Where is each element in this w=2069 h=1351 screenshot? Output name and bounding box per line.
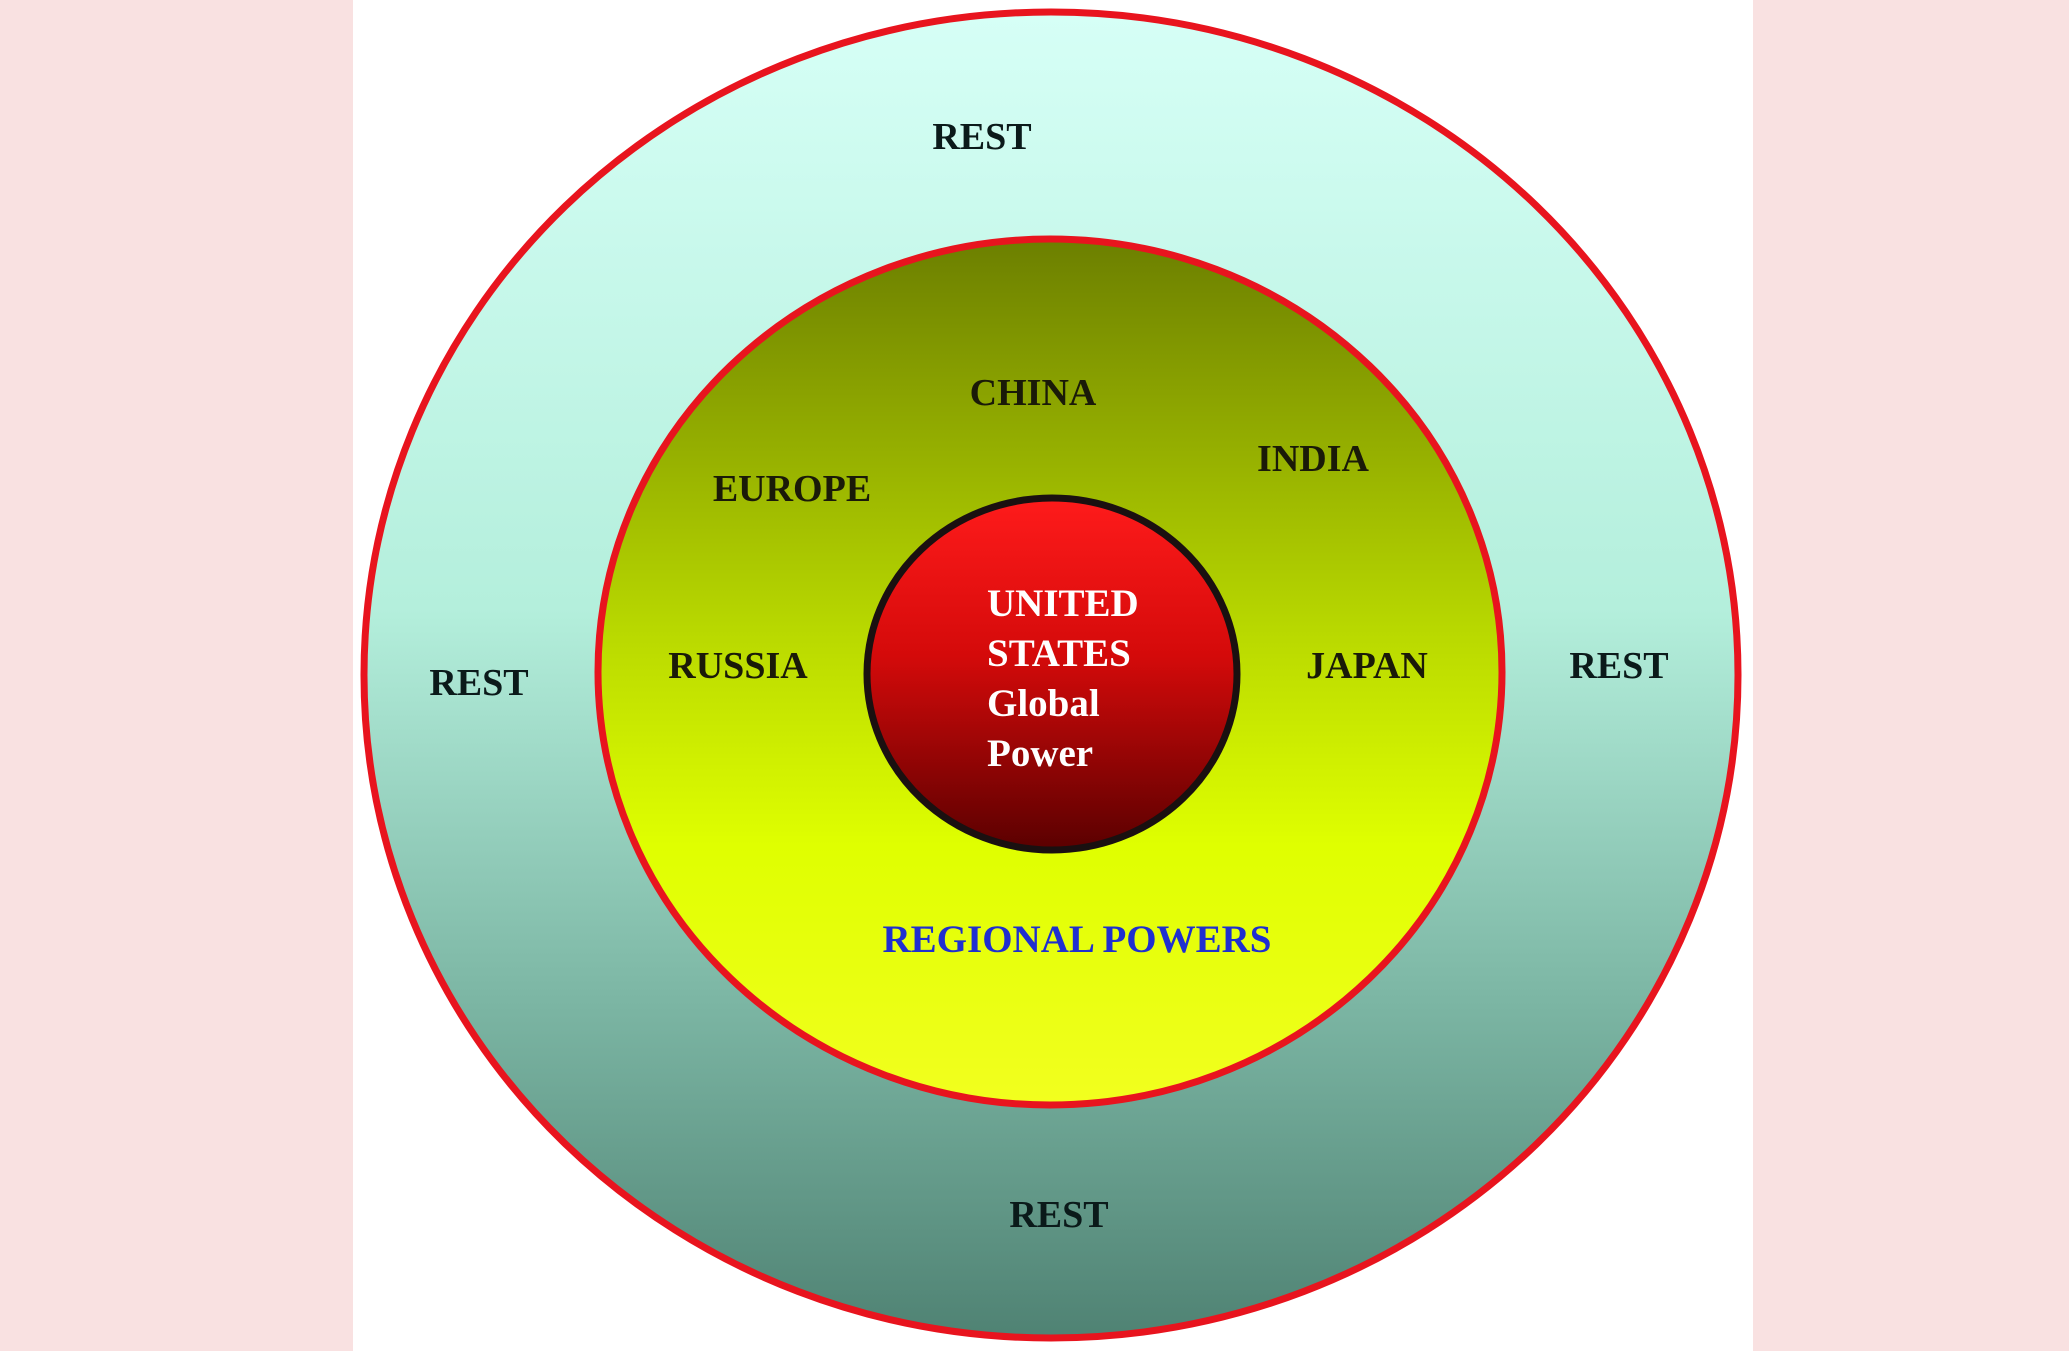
rest-label-bottom: REST: [1009, 1194, 1108, 1236]
core-line-4: Power: [987, 732, 1093, 775]
regional-powers-caption: REGIONAL POWERS: [883, 918, 1272, 961]
core-line-3: Global: [987, 682, 1100, 725]
rest-label-top: REST: [932, 116, 1031, 158]
core-line-2: STATES: [987, 632, 1131, 675]
core-line-1: UNITED: [987, 582, 1139, 625]
europe-label: EUROPE: [713, 468, 871, 510]
russia-label: RUSSIA: [668, 645, 808, 687]
core-circle: [863, 494, 1241, 854]
india-label: INDIA: [1257, 438, 1369, 480]
rest-label-left: REST: [429, 662, 528, 704]
rest-label-right: REST: [1569, 645, 1668, 687]
japan-label: JAPAN: [1306, 645, 1428, 687]
china-label: CHINA: [970, 372, 1097, 414]
